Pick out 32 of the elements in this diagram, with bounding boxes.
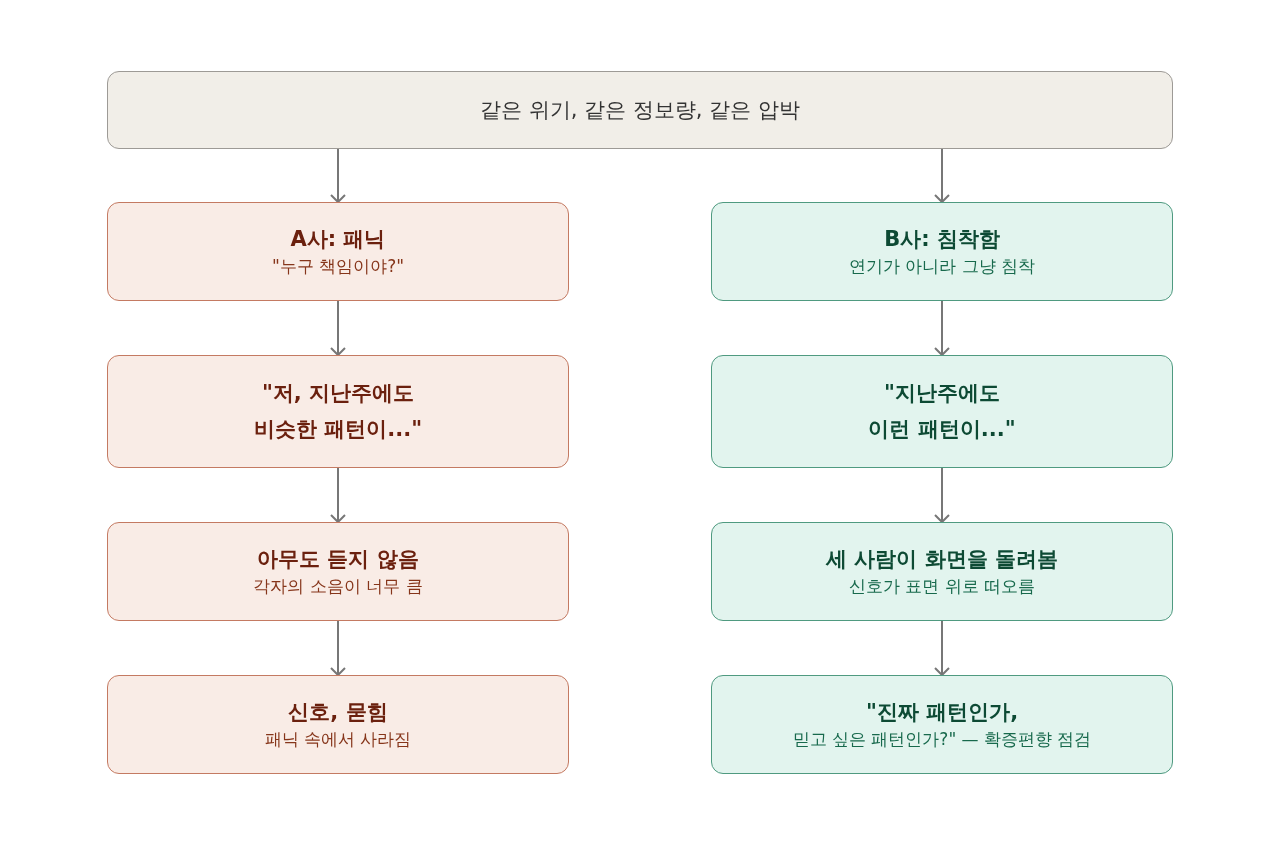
process-box — [711, 522, 1173, 621]
box-heading: "지난주에도 이런 패턴이..." — [867, 379, 1017, 443]
box-heading: 같은 위기, 같은 정보량, 같은 압박 — [480, 96, 800, 124]
arrow — [934, 300, 950, 356]
process-box — [711, 202, 1173, 301]
arrow — [330, 300, 346, 356]
arrow — [934, 467, 950, 523]
arrow — [330, 620, 346, 676]
arrow — [330, 148, 346, 203]
box-heading: 아무도 듣지 않음 — [257, 545, 419, 573]
arrow — [934, 148, 950, 203]
box-heading: 세 사람이 화면을 돌려봄 — [826, 545, 1058, 573]
box-subtitle: "누구 책임이야?" — [271, 255, 405, 279]
process-box — [107, 675, 569, 774]
arrow — [330, 467, 346, 523]
box-heading: B사: 침착함 — [884, 225, 1000, 253]
process-box — [711, 675, 1173, 774]
process-box — [107, 355, 569, 468]
box-subtitle: 연기가 아니라 그냥 침착 — [848, 255, 1036, 279]
box-subtitle: 믿고 싶은 패턴인가?" — 확증편향 점검 — [792, 728, 1092, 752]
box-heading: A사: 패닉 — [290, 225, 386, 253]
box-heading: "진짜 패턴인가, — [865, 698, 1019, 726]
process-box — [107, 71, 1173, 149]
box-subtitle: 각자의 소음이 너무 큼 — [253, 575, 423, 599]
box-heading: "저, 지난주에도 비슷한 패턴이..." — [252, 379, 424, 443]
box-subtitle: 신호가 표면 위로 떠오름 — [848, 575, 1036, 599]
process-box — [711, 355, 1173, 468]
arrow — [934, 620, 950, 676]
box-heading: 신호, 묻힘 — [288, 698, 388, 726]
process-box — [107, 522, 569, 621]
process-box — [107, 202, 569, 301]
box-subtitle: 패닉 속에서 사라짐 — [264, 728, 412, 752]
